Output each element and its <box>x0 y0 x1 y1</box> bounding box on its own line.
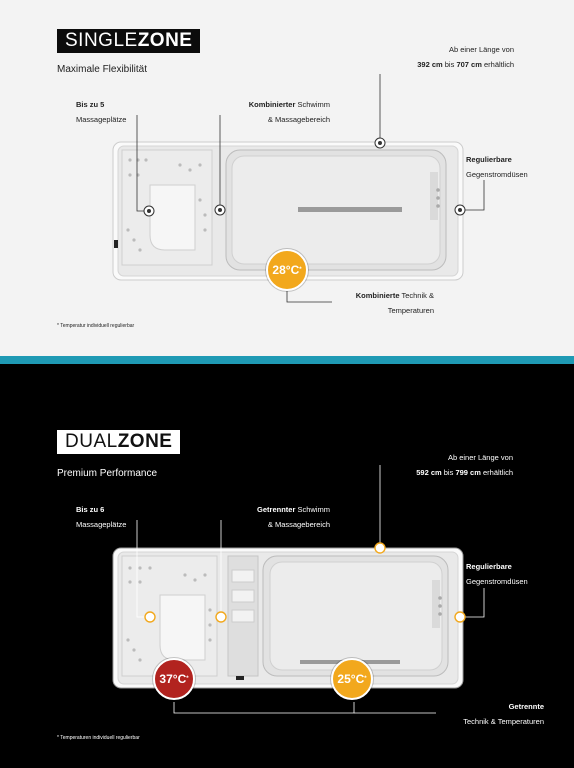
singlezone-footnote: * Temperatur individuell regulierbar <box>57 323 135 329</box>
singlezone-massage-label: Bis zu 5 Massageplätze <box>76 100 127 124</box>
dualzone-subtitle: Premium Performance <box>57 468 158 479</box>
dualzone-footnote: * Temperaturen individuell regulierbar <box>57 735 140 741</box>
dualzone-massage-temperature-badge: 37°C* <box>153 658 195 700</box>
section-divider <box>0 356 574 364</box>
singlezone-temperature-badge: 28°C* <box>266 249 308 291</box>
dualzone-counterflow-label: Regulierbare Gegenstromdüsen <box>466 562 528 586</box>
singlezone-combined-label: Kombinierter Schwimm & Massagebereich <box>248 100 330 124</box>
dualzone-swim-temperature-badge: 25°C* <box>331 658 373 700</box>
dualzone-massage-label: Bis zu 6 Massageplätze <box>76 505 127 529</box>
dualzone-length-note: Ab einer Länge von 592 cm bis 799 cm erh… <box>416 453 513 477</box>
dualzone-separate-label: Getrennter Schwimm & Massagebereich <box>257 505 330 529</box>
singlezone-subtitle: Maximale Flexibilität <box>57 64 148 75</box>
singlezone-counterflow-label: Regulierbare Gegenstromdüsen <box>466 155 528 179</box>
singlezone-tech-label: Kombinierte Technik & Temperaturen <box>355 291 434 315</box>
dualzone-tech-label: Getrennte Technik & Temperaturen <box>463 702 544 726</box>
singlezone-length-note: Ab einer Länge von 392 cm bis 707 cm erh… <box>417 45 514 69</box>
